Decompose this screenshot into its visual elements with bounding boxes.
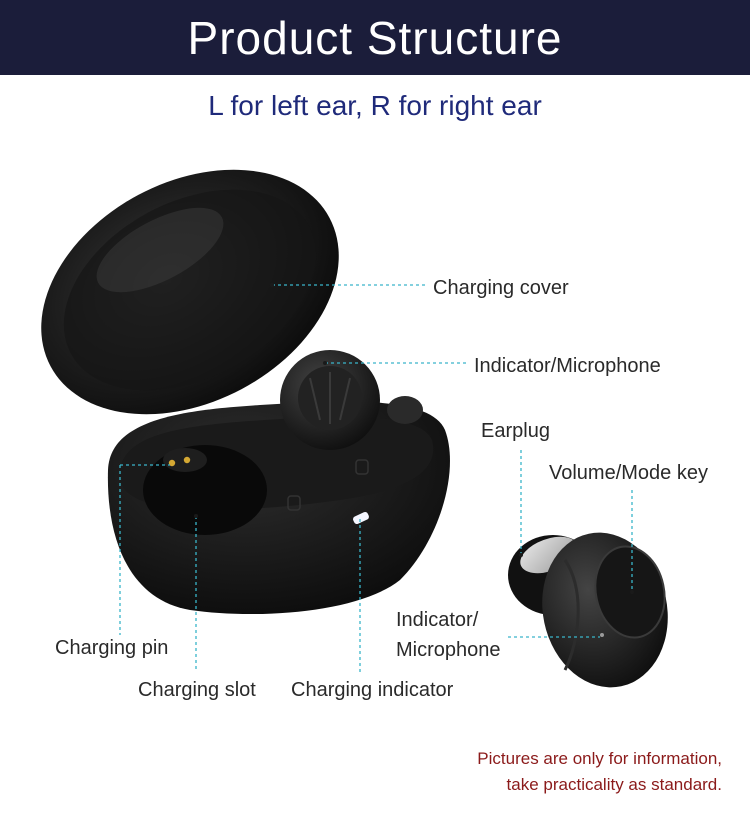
charging-case-base [107, 350, 450, 615]
label-charging-pin: Charging pin [55, 637, 169, 659]
label-volume-mode-key: Volume/Mode key [549, 462, 708, 484]
disclaimer: Pictures are only for information, take … [477, 746, 722, 798]
disclaimer-line1: Pictures are only for information, [477, 749, 722, 768]
label-charging-slot: Charging slot [138, 679, 256, 701]
label-indicator-microphone-case: Indicator/Microphone [474, 355, 661, 377]
charging-pin [168, 459, 176, 467]
charging-indicator-light [353, 511, 369, 525]
earbud [508, 532, 668, 688]
label-charging-indicator: Charging indicator [291, 679, 454, 701]
charging-cover [41, 169, 339, 415]
leader-lines [119, 284, 633, 675]
label-charging-cover: Charging cover [433, 277, 569, 299]
label-indicator-line2: Microphone [396, 639, 501, 661]
label-earplug: Earplug [481, 420, 550, 442]
title-banner: Product Structure [0, 0, 750, 75]
subtitle: L for left ear, R for right ear [208, 90, 542, 121]
page-title: Product Structure [187, 11, 563, 64]
label-indicator-line1: Indicator/ [396, 609, 479, 631]
disclaimer-line2: take practicality as standard. [506, 775, 722, 794]
